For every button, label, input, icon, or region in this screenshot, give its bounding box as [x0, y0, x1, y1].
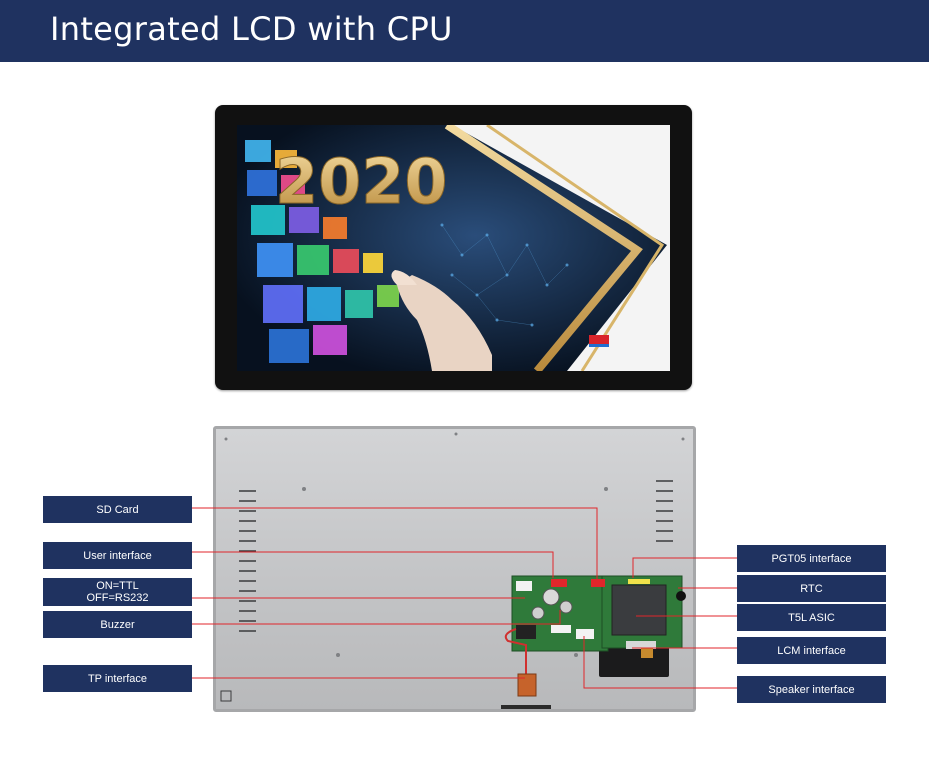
label-user-interface-text: User interface	[83, 549, 152, 562]
header-bar: Integrated LCD with CPU	[0, 0, 929, 62]
label-t5l-asic: T5L ASIC	[737, 604, 886, 631]
label-sd-card-text: SD Card	[96, 503, 139, 516]
leader-sd-card	[192, 507, 598, 580]
label-sd-card: SD Card	[43, 496, 192, 523]
label-pgt05-interface: PGT05 interface	[737, 545, 886, 572]
monitor-front: 2020	[215, 105, 692, 390]
leader-user-interface	[192, 551, 554, 578]
label-tp-interface-text: TP interface	[87, 672, 148, 685]
label-pgt05-text: PGT05 interface	[771, 552, 852, 565]
leader-pgt05	[632, 557, 737, 578]
label-lcm-interface: LCM interface	[737, 637, 886, 664]
screen-display: 2020	[237, 125, 670, 371]
dwin-logo-icon	[589, 335, 609, 347]
label-rtc: RTC	[737, 575, 886, 602]
label-ttl-rs232: ON=TTL OFF=RS232	[43, 578, 192, 606]
screen-artwork: 2020	[237, 125, 670, 371]
label-rtc-text: RTC	[800, 582, 823, 595]
label-ttl-line2: OFF=RS232	[86, 592, 149, 604]
label-ttl-line1: ON=TTL	[96, 580, 139, 592]
label-lcm-text: LCM interface	[777, 644, 846, 657]
label-tp-interface: TP interface	[43, 665, 192, 692]
label-t5l-text: T5L ASIC	[788, 611, 835, 624]
label-buzzer: Buzzer	[43, 611, 192, 638]
screen-year-text: 2020	[275, 145, 448, 218]
monitor-back-panel	[213, 426, 696, 712]
label-speaker-interface: Speaker interface	[737, 676, 886, 703]
label-user-interface: User interface	[43, 542, 192, 569]
label-buzzer-text: Buzzer	[100, 618, 135, 631]
leader-speaker	[583, 636, 737, 689]
label-speaker-text: Speaker interface	[768, 683, 855, 696]
leader-buzzer	[192, 610, 561, 625]
page-title: Integrated LCD with CPU	[50, 10, 453, 48]
